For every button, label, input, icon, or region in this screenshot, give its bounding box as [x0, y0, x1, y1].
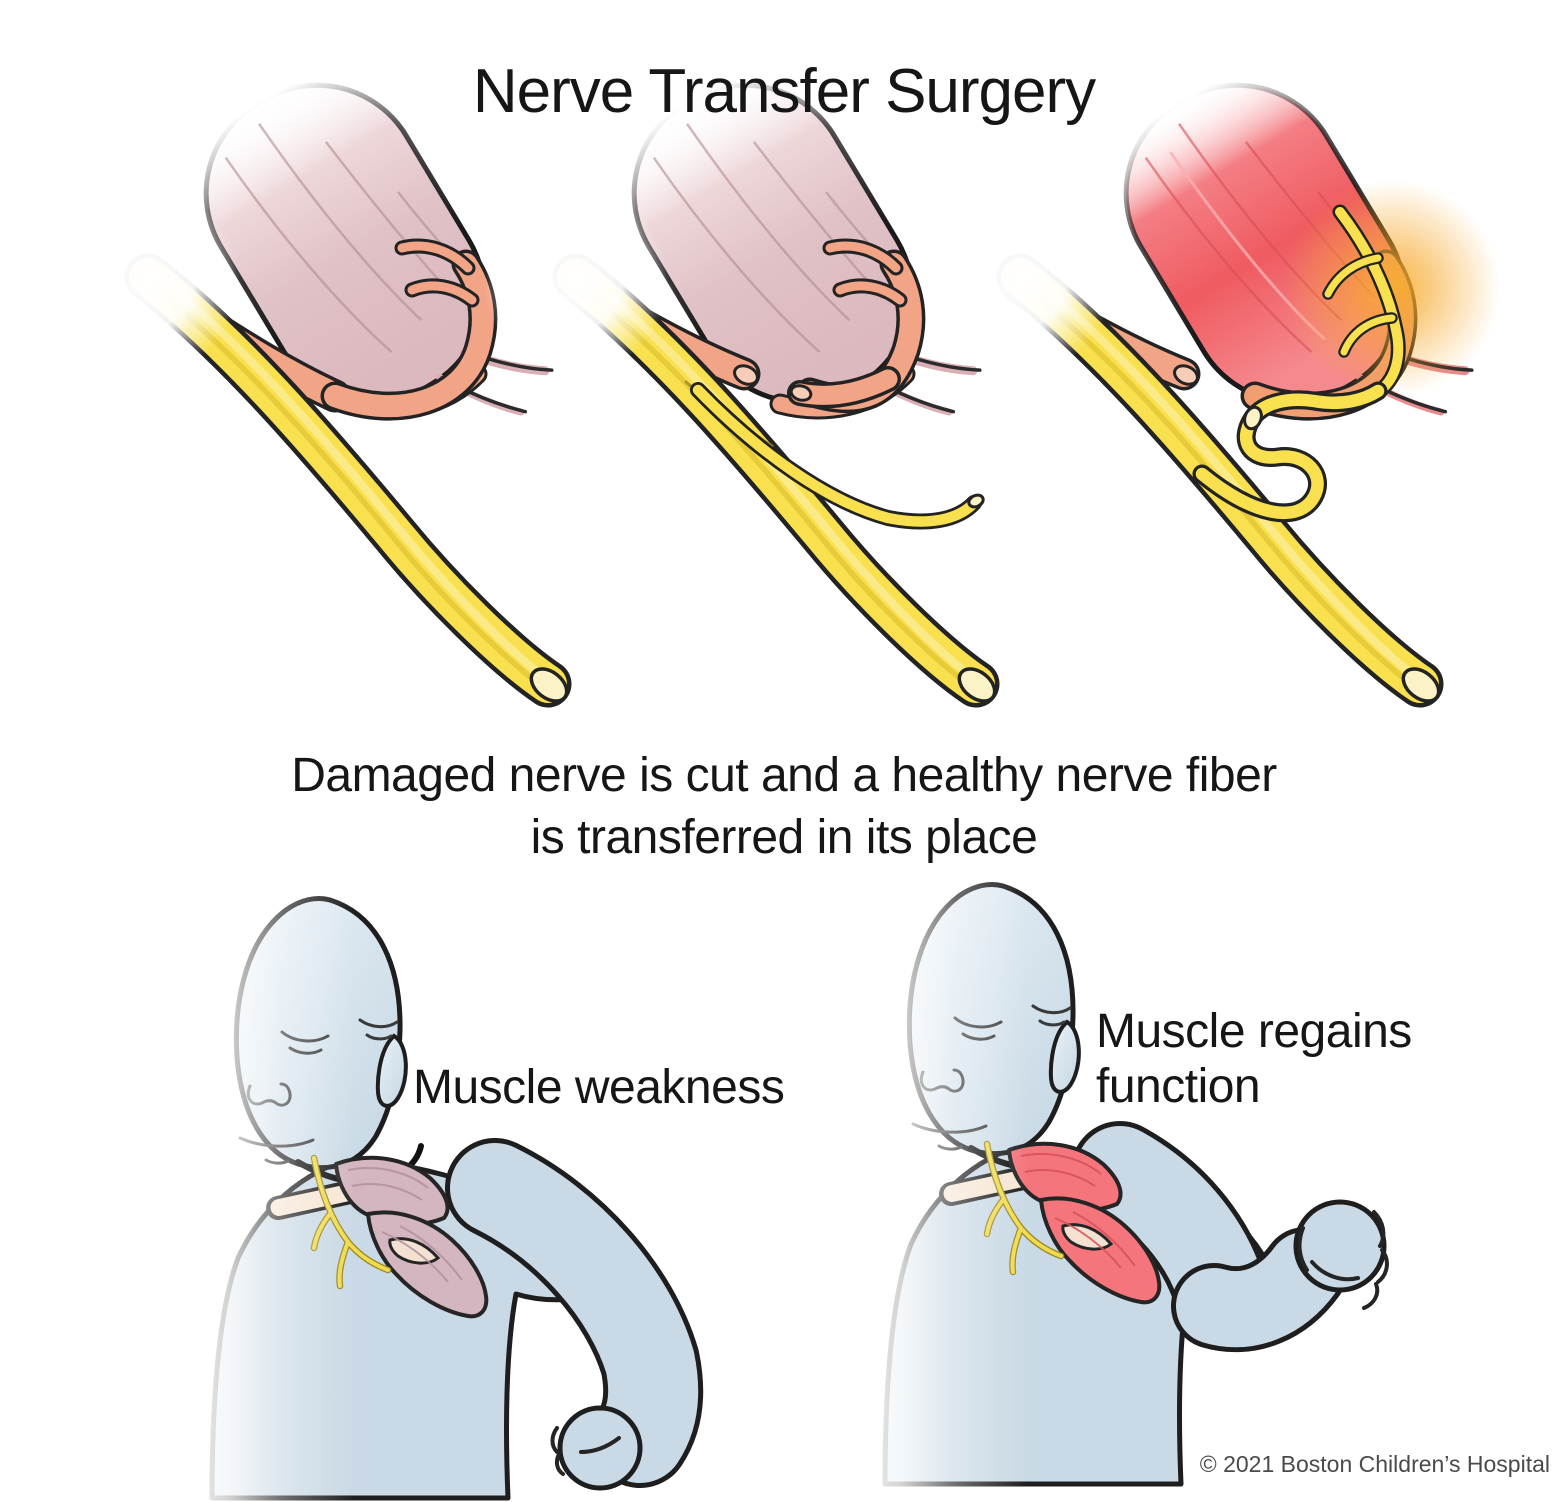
baby-weak-figure	[175, 888, 704, 1502]
fiber-junction	[1243, 405, 1263, 431]
regain-line-2: function	[1096, 1059, 1261, 1113]
edge-fade	[848, 874, 1028, 1488]
baby-recovered-figure	[848, 874, 1389, 1488]
new-nerve-branches	[1322, 204, 1406, 400]
caption-line-2: is transferred in its place	[530, 811, 1038, 865]
baby-arm-flexed	[1071, 1121, 1348, 1353]
fist-knuckles	[550, 1426, 621, 1476]
copyright-notice: © 2021 Boston Children’s Hospital	[1199, 1451, 1550, 1477]
step1-damaged-nerve-illustration	[56, 44, 573, 707]
baby-arm-limp	[445, 1138, 704, 1488]
edge-fade	[175, 888, 355, 1502]
procedure-caption: Damaged nerve is cut and a healthy nerve…	[0, 745, 1568, 870]
transferred-nerve-fiber	[1192, 381, 1388, 523]
caption-line-1: Damaged nerve is cut and a healthy nerve…	[291, 749, 1277, 802]
page-title: Nerve Transfer Surgery	[472, 57, 1096, 126]
step2-nerve-cut-illustration	[484, 44, 1001, 707]
step3-nerve-transferred-illustration	[928, 44, 1500, 707]
donor-nerve-fiber	[684, 380, 982, 530]
label-muscle-weakness: Muscle weakness	[413, 1061, 785, 1114]
reconnection-glow	[1284, 180, 1500, 396]
fiber-tip	[967, 493, 985, 509]
cut-face	[789, 384, 813, 402]
fist-knuckles	[1297, 1210, 1389, 1310]
label-muscle-regains-function: Muscle regains function	[1096, 1005, 1412, 1114]
regain-line-1: Muscle regains	[1096, 1005, 1412, 1058]
